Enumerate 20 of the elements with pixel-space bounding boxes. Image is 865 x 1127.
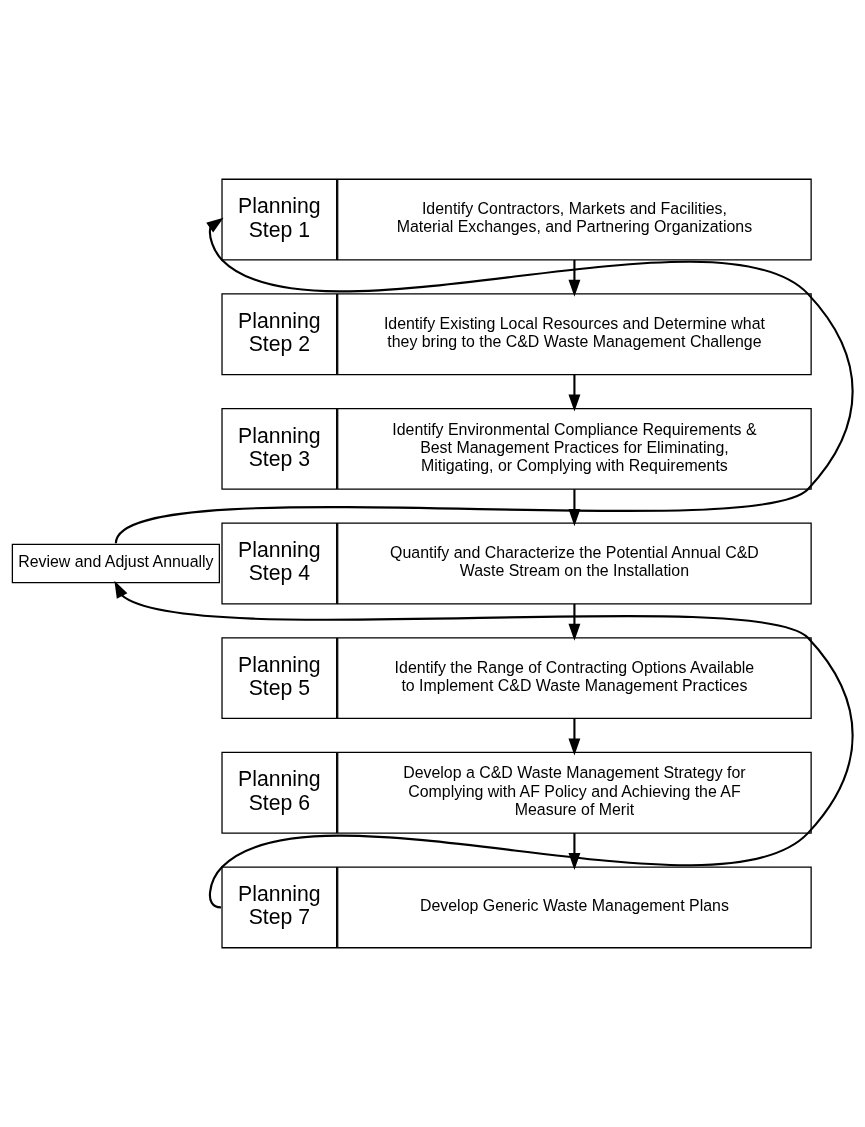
node-box: Planning Step 7 — [221, 866, 338, 949]
node-box: Review and Adjust Annually — [11, 543, 220, 584]
node-box: Planning Step 4 — [221, 522, 338, 605]
arrow — [568, 374, 581, 412]
arrow — [114, 580, 854, 909]
node-box: Develop Generic Waste Management Plans — [337, 866, 812, 949]
node-box: Identify Contractors, Markets and Facilities, Material Exchanges, and Partnering Organizations — [337, 178, 812, 261]
node-box: Planning Step 5 — [221, 637, 338, 720]
node-box: Identify Existing Local Resources and Determine what they bring to the C&D Waste Management Challenge — [337, 293, 812, 376]
node-box: Identify Environmental Compliance Requirements & Best Management Practices for Eliminating, Mitigating, or Complying with Requirements — [337, 407, 812, 490]
arrow — [568, 260, 581, 297]
node-box: Identify the Range of Contracting Options Available to Implement C&D Waste Management Practices — [337, 637, 812, 720]
node-box: Planning Step 6 — [221, 751, 338, 834]
node-box: Planning Step 2 — [221, 293, 338, 376]
arrow — [568, 603, 581, 641]
node-box: Develop a C&D Waste Management Strategy for Complying with AF Policy and Achieving the AF Measure of Merit — [337, 751, 812, 834]
arrow — [568, 718, 581, 756]
node-box: Planning Step 3 — [221, 407, 338, 490]
node-box: Quantify and Characterize the Potential Annual C&D Waste Stream on the Installation — [337, 522, 812, 605]
node-box: Planning Step 1 — [221, 178, 338, 261]
